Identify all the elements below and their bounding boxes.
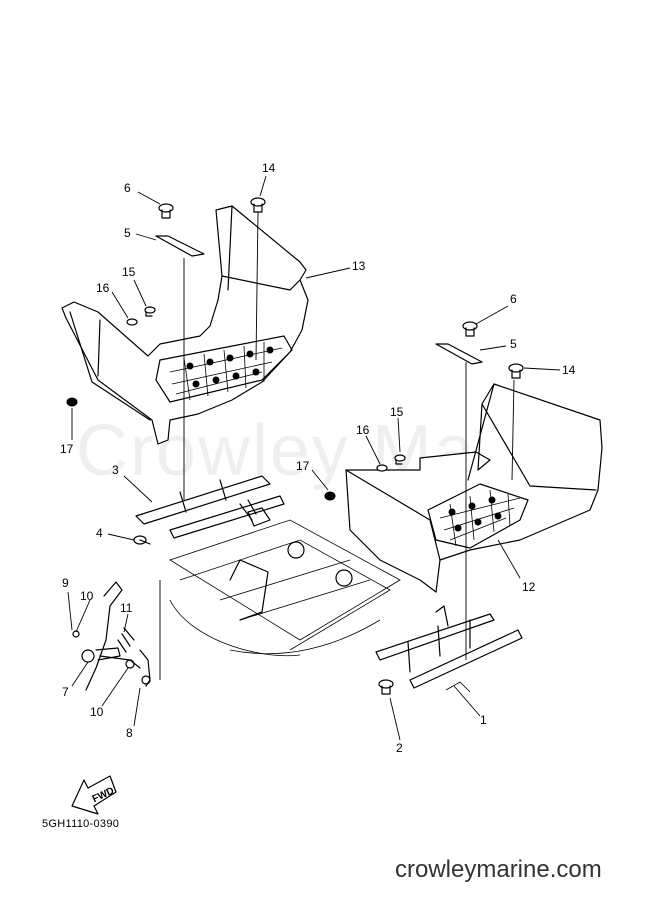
- frame-outline: [169, 519, 401, 657]
- callout-6-left: 6: [124, 181, 131, 195]
- bolt-6-right: [462, 321, 478, 337]
- left-footrest-bracket: [135, 475, 285, 539]
- right-footrest-guard: [345, 383, 603, 593]
- leader-lines: [67, 175, 561, 741]
- left-footrest-guard: [61, 205, 309, 445]
- callout-3: 3: [112, 463, 119, 477]
- right-floorboard-grid: [427, 483, 529, 549]
- fwd-arrow-badge: FWD: [71, 775, 117, 815]
- bolt-4: [133, 535, 151, 545]
- brake-pedal-assembly: [72, 581, 151, 691]
- washer-16-right: [376, 464, 388, 472]
- callout-5-left: 5: [124, 226, 131, 240]
- callout-14-left: 14: [262, 161, 276, 175]
- bolt-2: [378, 679, 394, 695]
- bolt-14-right: [508, 363, 524, 379]
- website-credit: crowleymarine.com: [395, 856, 602, 883]
- callout-8: 8: [126, 726, 133, 740]
- callout-17-right: 17: [296, 459, 310, 473]
- callout-10-bottom: 10: [90, 705, 104, 719]
- part-diagram-code: 5GH1110-0390: [42, 818, 120, 830]
- callout-15-right: 15: [390, 405, 404, 419]
- left-floorboard-grid: [155, 335, 293, 403]
- bolt-15-left: [144, 306, 156, 317]
- bolt-6-left: [158, 203, 174, 219]
- right-footrest-bracket: [375, 605, 523, 693]
- bolt-14-left: [250, 197, 266, 213]
- callout-16-left: 16: [96, 281, 110, 295]
- callout-1: 1: [480, 713, 487, 727]
- callout-6-right: 6: [510, 292, 517, 306]
- nut-17-left: [66, 397, 78, 407]
- plate-5-right: [435, 343, 483, 365]
- callout-4: 4: [96, 526, 103, 540]
- washer-16-left: [126, 318, 138, 326]
- bolt-15-right: [394, 454, 406, 465]
- callout-9: 9: [62, 576, 69, 590]
- callout-13: 13: [352, 259, 366, 273]
- callout-7: 7: [62, 685, 69, 699]
- callout-17-left: 17: [60, 442, 74, 456]
- callout-12: 12: [522, 580, 536, 594]
- callout-16-right: 16: [356, 423, 370, 437]
- plate-5-left: [155, 235, 205, 257]
- callout-14-right: 14: [562, 363, 576, 377]
- callout-labels: 6 14 5 15 16 13 17 6 5 14 15 16 17 3 4 1…: [60, 161, 576, 755]
- callout-5-right: 5: [510, 337, 517, 351]
- nut-17-right: [324, 491, 336, 501]
- callout-15-left: 15: [122, 265, 136, 279]
- callout-11: 11: [120, 601, 133, 615]
- callout-2: 2: [396, 741, 403, 755]
- assembly-axis-lines: [159, 211, 515, 680]
- callout-10-top: 10: [80, 589, 94, 603]
